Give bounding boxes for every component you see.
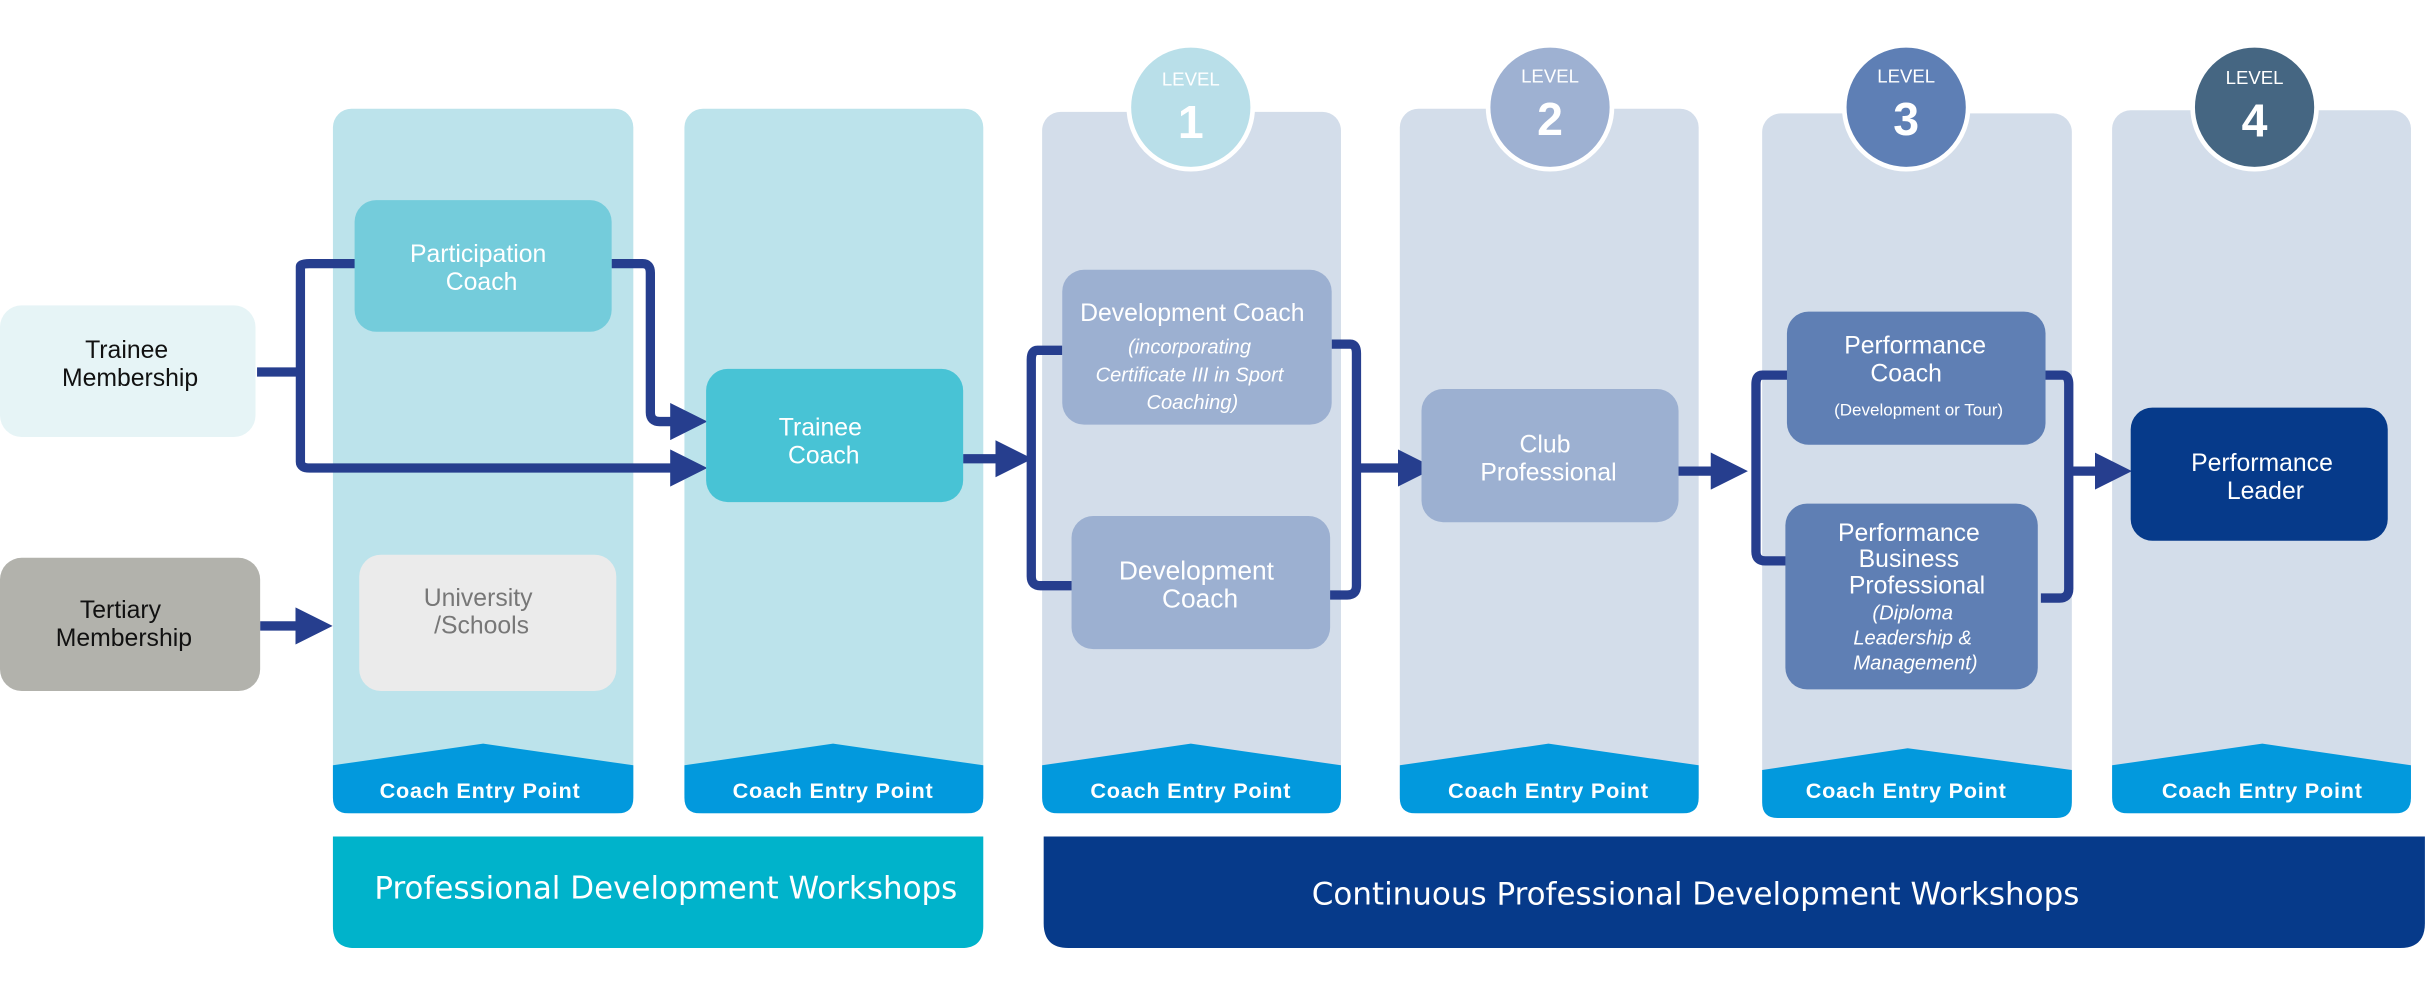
bracket-level3-right [2040,370,2074,603]
level-label: LEVEL [1877,65,1935,86]
performance-leader-node[interactable]: Performance Leader [2130,407,2388,541]
level-label: LEVEL [2226,67,2284,88]
club-professional-node[interactable]: Club Professional [1421,389,1679,523]
node-title: Development Coach [1080,300,1304,327]
node-label-line: Business [1859,546,1960,573]
column-level-3: Coach Entry Point [1762,113,2072,818]
node-label-line: University [424,585,533,612]
svg-text:(incorporating Certifica: (incorporating Certificate III in Sport … [1096,336,1290,414]
node-label-line: Development [1119,555,1275,585]
entry-point-banner [1399,743,1699,814]
node-note: (Development or Tour) [1834,400,2003,419]
level-number: 4 [2242,95,2268,147]
svg-text:Participation Coach: Participation Coach [410,241,553,296]
arrow-participation-to-trainee-coach [611,258,708,441]
svg-text:University /Schools: University /Schools [424,585,540,640]
university-schools-node[interactable]: University /Schools [359,554,617,691]
svg-text:Performance Coach: Performance Coach [1844,332,1993,387]
level-1-badge: LEVEL 1 [1126,42,1256,172]
node-label-line: Coach [788,442,860,469]
tertiary-membership-box[interactable]: Tertiary Membership [0,557,261,691]
node-note-line: (incorporating [1128,336,1252,358]
svg-text:Development Coach: Development Coach [1119,555,1281,613]
entry-point-banner [2112,743,2411,814]
node-note-line: (Diploma [1872,603,1953,625]
node-label-line: Performance [1838,520,1980,547]
node-label-line: Professional [1480,459,1616,486]
node-label-line: Trainee [779,414,862,441]
node-label-line: /Schools [434,613,529,640]
development-coach-node[interactable]: Development Coach [1071,516,1331,650]
workshop-label: Continuous Professional Development Work… [1312,877,2080,913]
entry-point-banner [684,743,984,814]
development-coach-cert-node[interactable]: Development Coach (incorporating Certifi… [1062,269,1332,425]
bracket-level1-left [1026,345,1074,591]
professional-development-workshops-bar[interactable]: Professional Development Workshops [332,836,984,949]
level-4-badge: LEVEL 4 [2190,42,2319,172]
node-label-line: Club [1520,432,1571,459]
workshop-label: Professional Development Workshops [374,870,957,906]
svg-text:Performance Leader: Performance Leader [2191,450,2340,505]
source-label-line: Membership [56,625,192,652]
arrow-direct-to-trainee-coach [295,371,708,487]
participation-coach-node[interactable]: Participation Coach [354,200,612,332]
source-label-line: Trainee [85,337,168,364]
bracket-level3-left [1751,370,1791,566]
entry-point-banner [1042,743,1341,814]
node-label-line: Performance [1844,332,1986,359]
node-label-line: Coach [446,269,518,296]
level-label: LEVEL [1521,65,1579,86]
node-label-line: Coach [1162,583,1238,613]
arrow-to-participation [295,258,357,372]
column-level-1: Coach Entry Point [1042,111,1341,814]
level-number: 3 [1893,93,1919,145]
trainee-coach-node[interactable]: Trainee Coach [706,368,964,503]
svg-text:Performance Business: Performance Business Professional [1838,520,1987,600]
svg-text:(Diploma Leadership &: (Diploma Leadership & Management) [1853,603,1977,675]
level-label: LEVEL [1162,69,1220,90]
performance-business-professional-node[interactable]: Performance Business Professional (Diplo… [1785,503,2038,690]
node-note-line: Leadership & [1853,628,1972,650]
node-label-line: Participation [410,241,546,268]
node-label-line: Performance [2191,450,2333,477]
source-label-line: Membership [62,365,198,392]
entry-point-label: Coach Entry Point [733,778,934,803]
node-label-line: Professional [1849,572,1985,599]
entry-point-label: Coach Entry Point [1806,778,2007,803]
entry-point-label: Coach Entry Point [2162,778,2363,803]
entry-point-label: Coach Entry Point [380,778,581,803]
entry-point-banner [1762,748,2072,818]
continuous-professional-development-workshops-bar[interactable]: Continuous Professional Development Work… [1043,836,2425,949]
level-3-badge: LEVEL 3 [1841,42,1971,172]
svg-text:Tertiary Membership: Tertiary Membership [56,597,192,652]
node-note-line: Management) [1853,652,1977,674]
entry-point-banner [332,743,634,814]
level-2-badge: LEVEL 2 [1485,42,1615,172]
level-number: 1 [1178,96,1204,148]
performance-coach-node[interactable]: Performance Coach (Development or Tour) [1786,311,2046,445]
node-label-line: Leader [2227,478,2304,505]
level-number: 2 [1537,93,1563,145]
node-note-line: Coaching) [1146,392,1238,414]
node-label-line: Coach [1870,360,1942,387]
node-note-line: Certificate III in Sport [1096,364,1285,386]
svg-text:Trainee Membership: Trainee Membership [62,337,198,392]
connectors [257,258,2132,645]
entry-point-label: Coach Entry Point [1448,778,1649,803]
entry-point-label: Coach Entry Point [1090,778,1291,803]
svg-text:Club Professional: Club Professional [1480,432,1616,487]
trainee-membership-box[interactable]: Trainee Membership [0,305,256,438]
source-label-line: Tertiary [80,597,162,624]
svg-text:Trainee Coach: Trainee Coach [779,414,869,469]
